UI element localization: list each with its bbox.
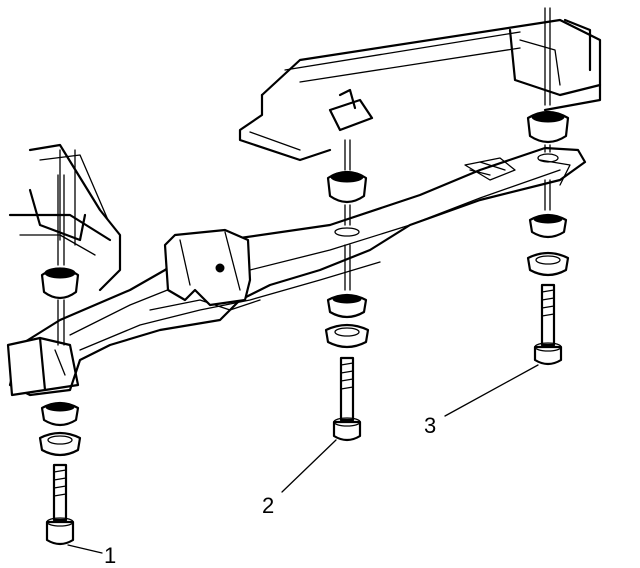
bolt-3-head-icon bbox=[533, 345, 563, 366]
bolt-1-shank bbox=[52, 463, 68, 522]
callout-leaders bbox=[67, 364, 539, 554]
leader-line-2 bbox=[281, 439, 337, 493]
bolt-2-head-icon bbox=[332, 420, 362, 442]
mount-stack-right bbox=[526, 7, 570, 366]
callout-label-1: 1 bbox=[104, 543, 116, 568]
crossmember bbox=[6, 146, 587, 397]
mount-stack-middle bbox=[324, 139, 370, 442]
vehicle-frame-rails bbox=[8, 18, 602, 292]
leader-line-1 bbox=[67, 544, 103, 554]
bolt-1-head-icon bbox=[45, 520, 75, 546]
callout-label-3: 3 bbox=[424, 413, 436, 438]
mount-bolt-hole-icon bbox=[215, 263, 225, 273]
mount-stack-left bbox=[38, 174, 82, 546]
callout-label-2: 2 bbox=[262, 493, 274, 518]
bolt-2-shank bbox=[339, 356, 355, 422]
leader-line-3 bbox=[444, 364, 539, 417]
